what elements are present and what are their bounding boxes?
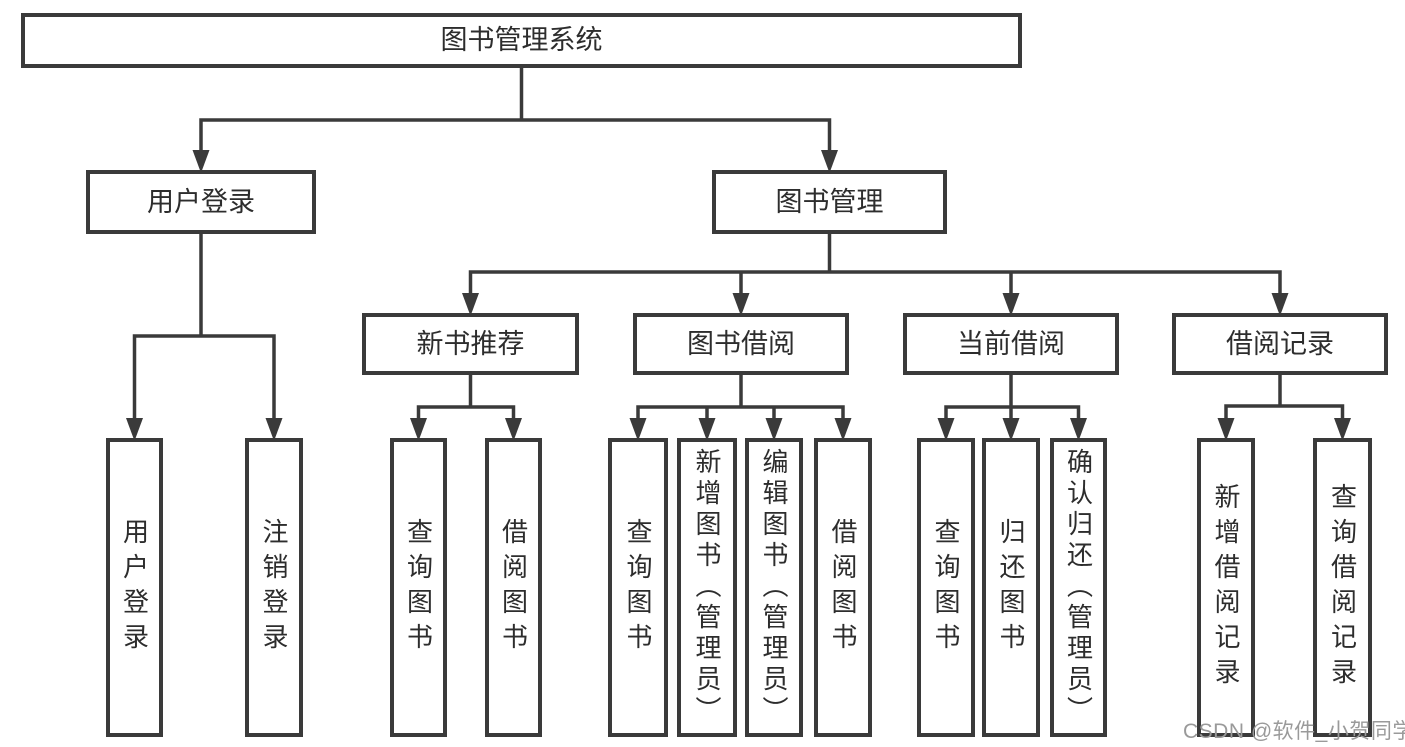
node-label: 借阅图书 [498, 517, 529, 658]
node-label: 图书管理 [775, 186, 884, 217]
node-user-login-action: 用户登录 [106, 438, 163, 737]
node-label: 确认归还（管理员） [1063, 448, 1094, 727]
node-new-book-recommend: 新书推荐 [362, 313, 579, 375]
node-label: 新增图书（管理员） [692, 448, 722, 727]
node-add-books-admin: 新增图书（管理员） [677, 438, 737, 737]
node-label: 归还图书 [996, 517, 1026, 658]
node-book-borrowing: 图书借阅 [633, 313, 849, 375]
node-query-borrow-record: 查询借阅记录 [1313, 438, 1372, 737]
node-user-login: 用户登录 [86, 170, 316, 234]
node-label: 新书推荐 [416, 328, 525, 359]
node-current-borrowing: 当前借阅 [903, 313, 1119, 375]
node-label: 用户登录 [147, 186, 255, 217]
node-recommend-borrow-books: 借阅图书 [485, 438, 542, 737]
node-confirm-return-admin: 确认归还（管理员） [1050, 438, 1107, 737]
node-label: 当前借阅 [957, 328, 1065, 359]
node-recommend-query-books: 查询图书 [390, 438, 447, 737]
node-current-query-books: 查询图书 [917, 438, 975, 737]
node-label: 查询借阅记录 [1327, 482, 1358, 693]
node-label: 图书借阅 [687, 328, 795, 359]
node-library-management-system: 图书管理系统 [21, 13, 1022, 68]
node-label: 借阅图书 [828, 517, 858, 658]
node-label: 借阅记录 [1226, 328, 1334, 359]
node-borrowing-records: 借阅记录 [1172, 313, 1388, 375]
node-label: 查询图书 [403, 517, 434, 658]
node-label: 图书管理系统 [440, 25, 603, 55]
node-logout-action: 注销登录 [245, 438, 303, 737]
node-edit-books-admin: 编辑图书（管理员） [745, 438, 803, 737]
node-add-borrow-record: 新增借阅记录 [1197, 438, 1255, 737]
node-borrowing-query-books: 查询图书 [608, 438, 668, 737]
node-label: 编辑图书（管理员） [759, 448, 789, 727]
node-label: 查询图书 [931, 517, 961, 658]
watermark: CSDN @软件_小贺同学 [1183, 720, 1405, 743]
node-label: 注销登录 [259, 517, 289, 658]
node-return-books: 归还图书 [982, 438, 1040, 737]
node-label: 查询图书 [623, 517, 653, 658]
node-label: 用户登录 [119, 517, 150, 658]
node-borrowing-borrow-books: 借阅图书 [814, 438, 872, 737]
node-book-management: 图书管理 [712, 170, 947, 234]
node-label: 新增借阅记录 [1211, 482, 1241, 693]
